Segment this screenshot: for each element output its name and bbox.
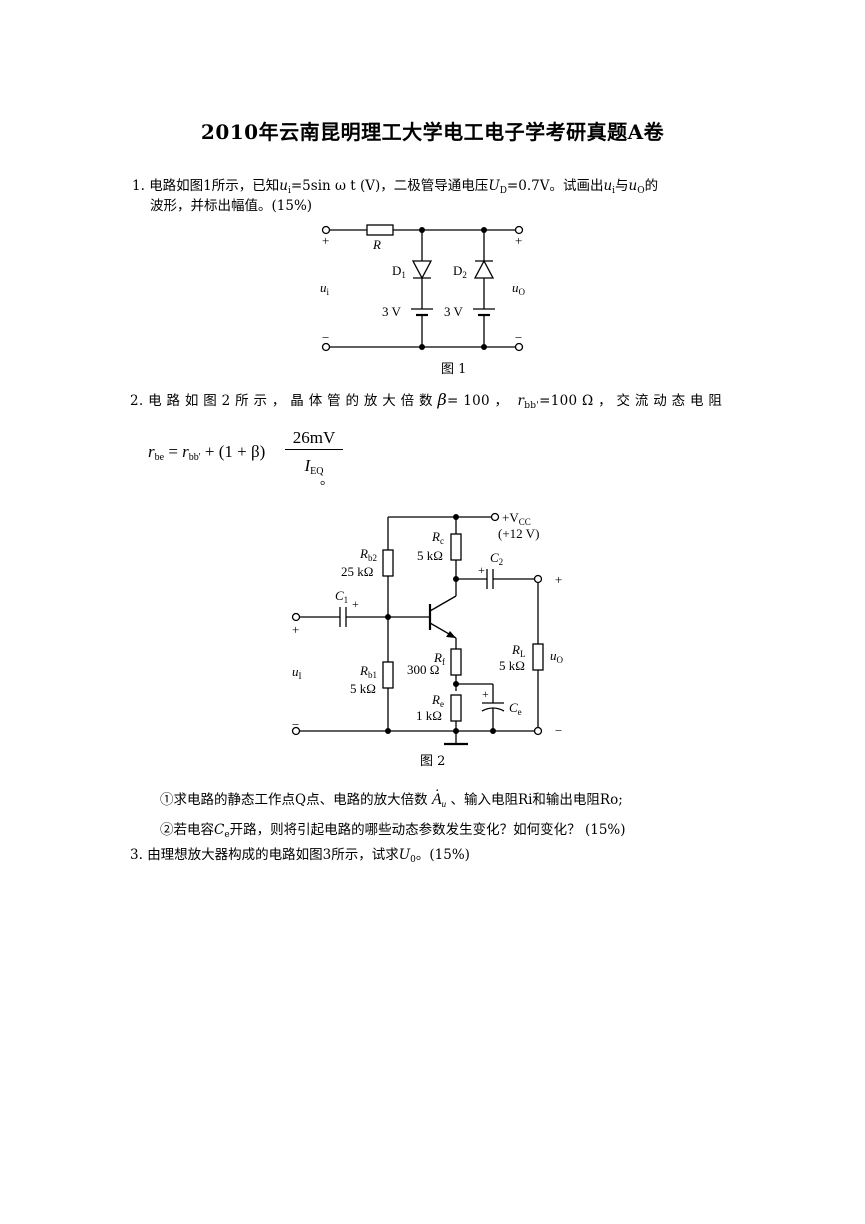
figure-2-circuit: +VCC (+12 V) Rb2 25 kΩ Rc 5 kΩ C2 + + C1…: [291, 510, 564, 746]
svg-text:Ce: Ce: [509, 700, 522, 717]
formula-end-mark: 。: [320, 472, 334, 488]
diode-d1: [411, 260, 433, 280]
figure-2-caption: 图 2: [420, 754, 446, 769]
figure-1-circuit: + + − − R D1 D2 3 V 3 V ui uO: [320, 224, 526, 352]
page-title: 2010年云南昆明理工大学电工电子学考研真题A卷: [200, 120, 665, 144]
svg-text:RL: RL: [511, 642, 525, 659]
svg-text:uO: uO: [550, 648, 564, 665]
svg-text:+VCC: +VCC: [502, 510, 531, 527]
svg-text:5 kΩ: 5 kΩ: [350, 681, 376, 696]
figure-1-caption: 图 1: [441, 362, 467, 377]
svg-text:−: −: [555, 723, 562, 738]
svg-text:5 kΩ: 5 kΩ: [499, 658, 525, 673]
svg-text:+: +: [478, 563, 485, 577]
question-2-sub1: ①求电路的静态工作点Q点、电路的放大倍数 ·Au 、输入电阻Ri和输出电阻Ro;: [160, 784, 623, 809]
resistor-rb2: [382, 549, 394, 577]
svg-text:25 kΩ: 25 kΩ: [341, 564, 373, 579]
svg-text:(+12 V): (+12 V): [498, 526, 539, 541]
question-2-line1: 2. 电 路 如 图 2 所 示 ， 晶 体 管 的 放 大 倍 数 β= 10…: [130, 390, 723, 411]
question-1-line1: 1. 电路如图1所示，已知ui=5sin ω t (V)，二极管导通电压UD=0…: [132, 178, 659, 196]
resistor-rc: [450, 533, 462, 561]
svg-text:3 V: 3 V: [444, 304, 464, 319]
svg-text:+: +: [555, 572, 562, 587]
resistor-r: [366, 224, 394, 236]
svg-text:+: +: [292, 622, 299, 637]
svg-text:R: R: [372, 237, 381, 252]
svg-text:−: −: [292, 717, 299, 732]
question-number: 3.: [130, 847, 143, 863]
svg-text:Re: Re: [431, 692, 444, 709]
svg-text:D2: D2: [453, 263, 467, 280]
svg-text:+: +: [482, 687, 489, 701]
svg-text:uI: uI: [292, 664, 302, 681]
svg-text:3 V: 3 V: [382, 304, 402, 319]
svg-text:ui: ui: [320, 280, 330, 297]
svg-text:D1: D1: [392, 263, 406, 280]
resistor-rl: [532, 643, 544, 671]
emitter-arrow: [446, 631, 456, 638]
svg-text:−: −: [515, 330, 522, 345]
question-3: 3. 由理想放大器构成的电路如图3所示，试求U0。(15%): [130, 847, 470, 865]
svg-text:C2: C2: [490, 550, 503, 567]
svg-text:+: +: [515, 233, 522, 248]
svg-text:Rb1: Rb1: [359, 663, 377, 680]
svg-text:+: +: [352, 597, 359, 611]
resistor-rb1: [382, 661, 394, 689]
diode-d2: [473, 259, 495, 279]
svg-text:Rc: Rc: [431, 529, 444, 546]
question-number: 2.: [130, 393, 144, 409]
question-2-sub2: ②若电容Ce开路，则将引起电路的哪些动态参数发生变化？如何变化？ (15%): [160, 822, 626, 840]
svg-text:300 Ω: 300 Ω: [407, 662, 439, 677]
svg-text:uO: uO: [512, 280, 526, 297]
resistor-rf: [450, 648, 462, 676]
question-1-line2: 波形，并标出幅值。(15%): [150, 198, 313, 214]
svg-text:1 kΩ: 1 kΩ: [416, 708, 442, 723]
svg-text:Rb2: Rb2: [359, 546, 377, 563]
svg-text:5 kΩ: 5 kΩ: [417, 548, 443, 563]
svg-text:C1: C1: [335, 588, 348, 605]
resistor-re: [450, 694, 462, 722]
question-number: 1.: [132, 178, 145, 194]
svg-text:+: +: [322, 233, 329, 248]
svg-text:Rf: Rf: [433, 650, 445, 667]
svg-text:−: −: [322, 330, 329, 345]
